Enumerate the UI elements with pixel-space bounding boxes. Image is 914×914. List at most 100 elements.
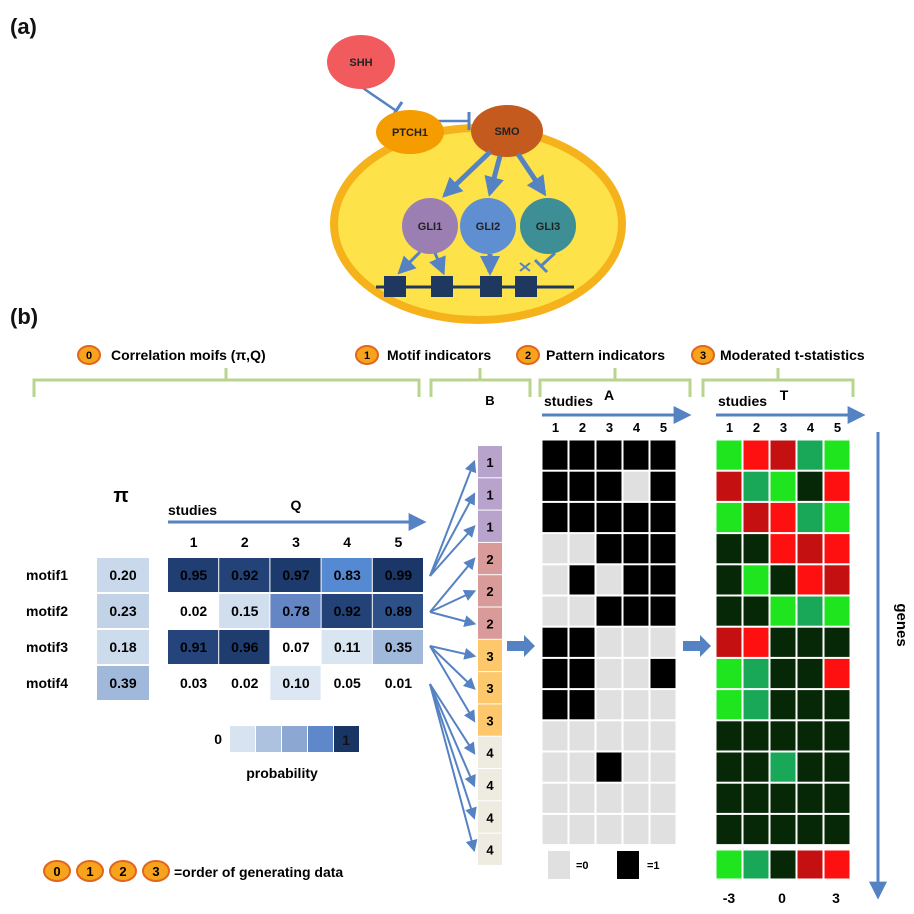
panel-b-label: (b) — [10, 304, 39, 329]
motif-label: motif3 — [26, 639, 68, 655]
t-cell — [715, 439, 743, 471]
t-col-number: 5 — [834, 420, 841, 435]
a-cell — [649, 501, 677, 534]
order-badge — [142, 860, 170, 882]
q-value: 0.07 — [282, 639, 309, 655]
order-badge — [76, 860, 104, 882]
probability-scale — [230, 726, 359, 752]
t-cell — [769, 626, 797, 658]
q-cell — [219, 630, 270, 664]
motif-to-b-arrow — [429, 611, 477, 627]
q-cell — [168, 558, 219, 592]
q-value: 0.96 — [231, 639, 258, 655]
t-cell — [769, 533, 797, 565]
q-value: 0.05 — [334, 675, 361, 691]
gene-box-4 — [515, 276, 537, 297]
b-value: 1 — [486, 455, 493, 470]
b-value: 2 — [486, 552, 493, 567]
q-cell — [321, 594, 372, 628]
a-cell — [595, 470, 623, 502]
q-value: 0.89 — [385, 603, 412, 619]
pi-column: 0.200.230.180.39 — [97, 558, 149, 700]
t-cell — [823, 564, 851, 596]
t-cell — [823, 533, 851, 565]
a-cell — [649, 533, 677, 565]
t-cell — [823, 439, 851, 471]
q-cell — [219, 558, 270, 592]
t-cell — [715, 595, 743, 627]
t-scale-swatch — [796, 849, 824, 880]
pi-value: 0.39 — [109, 675, 136, 691]
t-cell — [742, 470, 770, 502]
q-value: 0.01 — [385, 675, 412, 691]
ptch1-node — [376, 110, 444, 154]
t-cell — [796, 689, 824, 721]
q-cell — [372, 630, 423, 664]
t-cell — [715, 720, 743, 752]
a-cell — [622, 564, 650, 596]
a-cell — [595, 782, 623, 814]
gli1-dna-arrow-a — [397, 250, 422, 275]
t-cell — [715, 470, 743, 502]
a-cell — [541, 689, 569, 721]
b-value: 3 — [486, 713, 493, 728]
b-cell — [478, 704, 502, 736]
b-cell — [478, 769, 502, 801]
t-cell — [769, 564, 797, 596]
smo-gli2-arrow — [484, 155, 504, 197]
smo-gli3-arrow — [515, 152, 547, 197]
t-cell — [823, 720, 851, 752]
gli2-label: GLI2 — [476, 221, 500, 233]
prob-scale-swatch — [334, 726, 359, 752]
t-cell — [769, 501, 797, 534]
b-value: 1 — [486, 487, 493, 502]
step-badge-1 — [355, 345, 379, 365]
t-cell — [742, 657, 770, 690]
t-cell — [796, 595, 824, 627]
a-matrix — [541, 439, 677, 846]
motif-to-b-arrow — [429, 683, 478, 853]
q-value: 0.35 — [385, 639, 412, 655]
t-scale-high: 3 — [832, 890, 840, 906]
t-cell — [715, 564, 743, 596]
a-cell — [622, 657, 650, 690]
q-value: 0.78 — [282, 603, 309, 619]
t-cell — [769, 813, 797, 846]
a-cell — [541, 564, 569, 596]
pi-value: 0.23 — [109, 603, 136, 619]
b-cell — [478, 833, 502, 865]
t-cell — [796, 439, 824, 471]
q-value: 0.02 — [180, 603, 207, 619]
step-label-2: Pattern indicators — [546, 347, 665, 363]
gli3-node — [520, 198, 576, 254]
motif-to-b-arrow — [429, 645, 476, 690]
b-value: 4 — [486, 843, 494, 858]
t-cell — [742, 595, 770, 627]
prob-scale-swatch — [282, 726, 307, 752]
gene-box-3 — [480, 276, 502, 297]
smo-gli1-arrow — [442, 150, 492, 198]
q-col-number: 1 — [190, 534, 198, 550]
bracket-1 — [429, 368, 532, 397]
pi-value: 0.18 — [109, 639, 136, 655]
gli1-label: GLI1 — [418, 221, 442, 233]
q-cell — [270, 558, 321, 592]
shh-inhibit-arrow — [359, 84, 396, 112]
bracket-0 — [32, 368, 421, 397]
q-value: 0.02 — [231, 675, 258, 691]
t-cell — [796, 470, 824, 502]
prob-scale-swatch — [308, 726, 333, 752]
order-badge — [109, 860, 137, 882]
t-cell — [715, 626, 743, 658]
t-scale-swatch — [769, 849, 797, 880]
a-cell — [541, 813, 569, 846]
t-cell — [715, 501, 743, 534]
smo-label: SMO — [494, 126, 520, 138]
order-num: 0 — [53, 864, 60, 879]
q-value: 0.15 — [231, 603, 258, 619]
t-studies-label: studies — [718, 393, 767, 409]
a-label: A — [604, 387, 614, 403]
t-cell — [769, 720, 797, 752]
